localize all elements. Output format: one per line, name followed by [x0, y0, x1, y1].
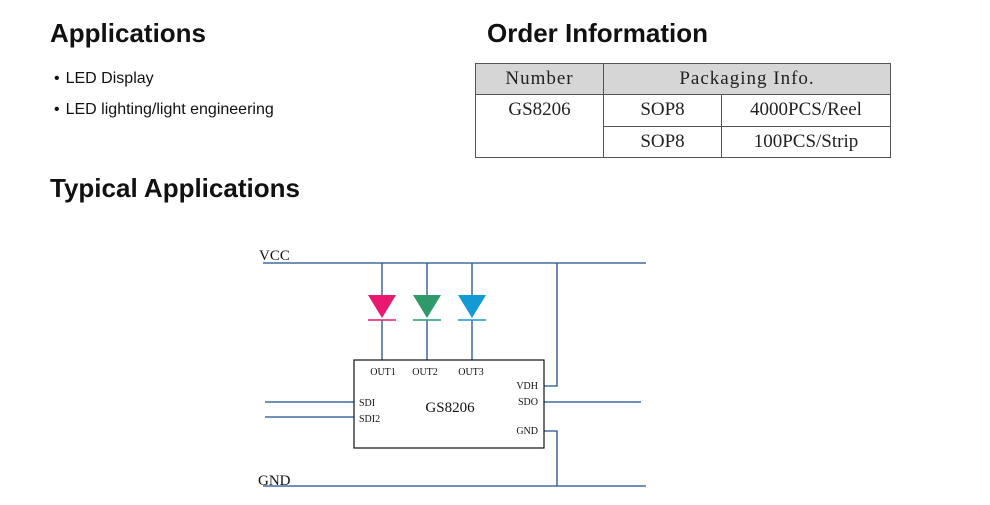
sdi-pin-label: SDI	[359, 398, 375, 409]
led-1	[368, 295, 396, 321]
typical-applications-heading: Typical Applications	[50, 173, 300, 203]
number-header: Number	[475, 63, 604, 95]
gs8206-chip	[353, 359, 545, 449]
gnd-pin-label: GND	[516, 426, 538, 437]
typical-application-circuit: VCC GND OUT1 OUT2 OUT3 VDH SDO GND SDI S…	[258, 248, 646, 489]
led-1-triangle	[368, 295, 396, 318]
part-number-cell: GS8206	[475, 94, 604, 158]
quantity-cell: 4000PCS/Reel	[721, 94, 891, 127]
vdh-pin-label: VDH	[516, 381, 538, 392]
gnd-label: GND	[258, 473, 291, 489]
order-information-heading: Order Information	[487, 18, 709, 48]
packaging-header: Packaging Info.	[603, 63, 891, 95]
out2-pin-label: OUT2	[412, 367, 438, 378]
led-3	[458, 295, 486, 321]
gnd-pin-wire	[544, 430, 558, 486]
out3-pin-label: OUT3	[458, 367, 484, 378]
package-cell: SOP8	[603, 125, 722, 158]
application-item: LED Display	[54, 68, 274, 99]
order-table: Number Packaging Info. GS8206 SOP8 4000P…	[475, 63, 891, 158]
vdh-wire	[544, 263, 558, 387]
application-item: LED lighting/light engineering	[54, 99, 274, 130]
led-2	[413, 295, 441, 321]
vcc-label: VCC	[259, 248, 290, 264]
led-3-triangle	[458, 295, 486, 318]
quantity-cell: 100PCS/Strip	[721, 125, 891, 158]
sdi2-pin-label: SDI2	[359, 414, 380, 425]
applications-heading: Applications	[50, 18, 207, 48]
led-2-triangle	[413, 295, 441, 318]
sdo-pin-label: SDO	[518, 397, 538, 408]
out1-pin-label: OUT1	[370, 367, 396, 378]
package-cell: SOP8	[603, 94, 722, 127]
applications-list: LED Display LED lighting/light engineeri…	[54, 68, 274, 130]
chip-label: GS8206	[425, 400, 475, 416]
